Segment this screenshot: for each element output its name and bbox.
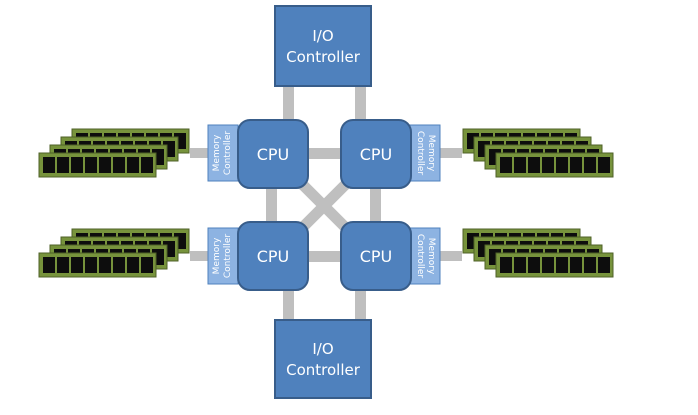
link-cpu-tl-bl: [266, 186, 277, 224]
memory-chip: [127, 257, 139, 273]
dimm-bank-top-right: [462, 128, 614, 178]
memory-chip: [141, 157, 153, 173]
memory-chip: [71, 157, 83, 173]
memory-controller-label-line2: Controller: [415, 131, 425, 176]
memory-chip: [570, 157, 582, 173]
memory-dimm: [38, 152, 157, 178]
memory-chip: [598, 157, 610, 173]
cpu-top-left: CPU: [237, 119, 309, 189]
cross-links: [294, 176, 354, 236]
memory-chip: [71, 257, 83, 273]
memory-chip: [500, 157, 512, 173]
dimm-bank-bottom-right: [462, 228, 614, 278]
memory-chip: [127, 157, 139, 173]
cpu-label: CPU: [257, 247, 290, 266]
link-cpu-tr-bl: [294, 176, 354, 236]
memory-chip: [43, 157, 55, 173]
memory-chip: [514, 157, 526, 173]
memory-chip: [556, 257, 568, 273]
memory-controller-label-line2: Controller: [415, 234, 425, 279]
memory-chip: [57, 257, 69, 273]
link-mem-bl: [190, 251, 210, 261]
link-io-top-cpu-tl: [283, 86, 294, 122]
io-controller-bottom: I/O Controller: [274, 319, 372, 399]
link-mem-br: [440, 251, 462, 261]
memory-chip: [528, 157, 540, 173]
memory-chip: [584, 157, 596, 173]
link-io-bottom-cpu-br: [355, 288, 366, 322]
cpu-bottom-right: CPU: [340, 221, 412, 291]
link-mem-tl: [190, 148, 210, 158]
memory-chip: [99, 157, 111, 173]
memory-chip: [556, 157, 568, 173]
memory-controller-label-line1: Memory: [212, 237, 222, 274]
memory-chip: [113, 257, 125, 273]
memory-chip: [598, 257, 610, 273]
memory-dimm: [38, 252, 157, 278]
memory-chip: [570, 257, 582, 273]
dimm-bank-top-left: [38, 128, 190, 178]
memory-controller-label-line1: Memory: [212, 134, 222, 171]
interconnect-links: [190, 86, 462, 322]
memory-chip: [99, 257, 111, 273]
io-label-line2: Controller: [286, 48, 361, 66]
memory-chip: [85, 157, 97, 173]
cpu-label: CPU: [257, 145, 290, 164]
io-controller-top: I/O Controller: [274, 5, 372, 87]
memory-controller-label-line1: Memory: [426, 135, 436, 172]
memory-chip: [141, 257, 153, 273]
link-io-top-cpu-tr: [355, 86, 366, 122]
dimm-bank-bottom-left: [38, 228, 190, 278]
memory-chip: [57, 157, 69, 173]
cpu-bottom-left: CPU: [237, 221, 309, 291]
cpu-label: CPU: [360, 145, 393, 164]
memory-controller-label-line2: Controller: [223, 234, 233, 279]
io-label-line2: Controller: [286, 361, 361, 379]
io-label-line1: I/O: [312, 27, 333, 45]
io-label-line1: I/O: [312, 340, 333, 358]
memory-controller-label-line2: Controller: [223, 131, 233, 176]
memory-chip: [113, 157, 125, 173]
memory-chip: [514, 257, 526, 273]
link-cpu-tl-tr: [306, 148, 343, 159]
memory-chip: [542, 157, 554, 173]
cpu-top-right: CPU: [340, 119, 412, 189]
memory-chip: [542, 257, 554, 273]
link-mem-tr: [440, 148, 462, 158]
link-cpu-tr-br: [370, 186, 381, 224]
memory-chip: [584, 257, 596, 273]
memory-dimm: [495, 152, 614, 178]
cpu-label: CPU: [360, 247, 393, 266]
memory-chip: [43, 257, 55, 273]
memory-chip: [528, 257, 540, 273]
memory-controller-label-line1: Memory: [426, 238, 436, 275]
link-cpu-bl-br: [306, 251, 343, 262]
memory-dimm: [495, 252, 614, 278]
memory-chip: [85, 257, 97, 273]
link-io-bottom-cpu-bl: [283, 288, 294, 322]
memory-chip: [500, 257, 512, 273]
